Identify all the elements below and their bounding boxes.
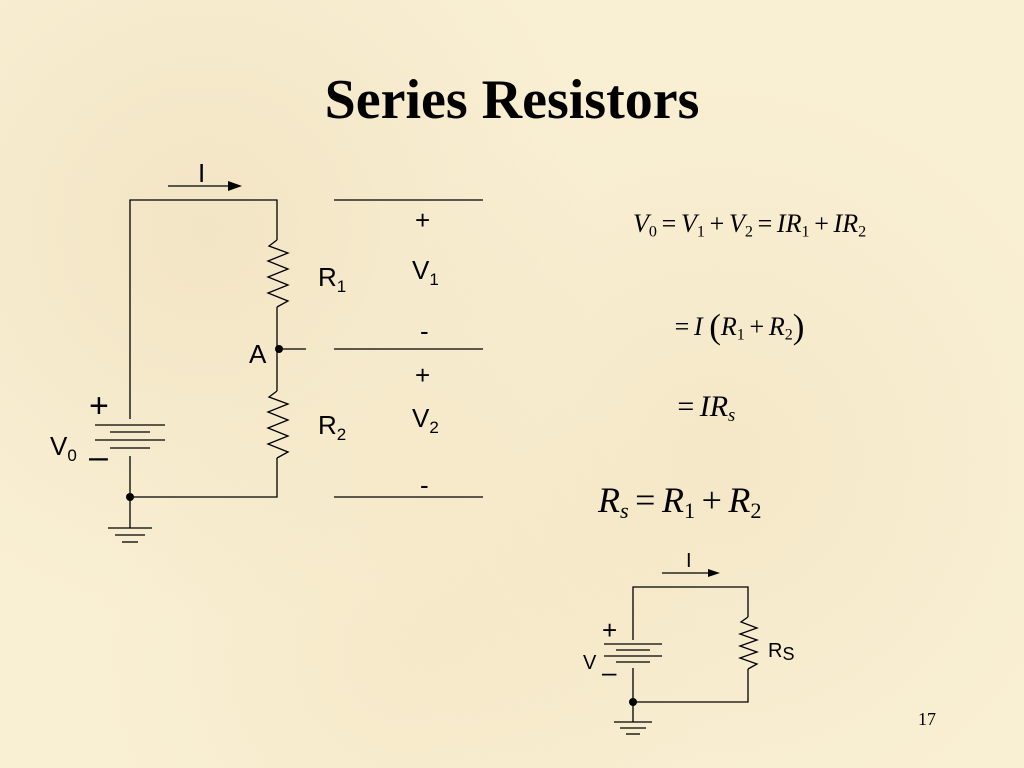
r2-label: R2: [318, 410, 347, 444]
equation-series-resistance: Rs=R1+R2: [598, 480, 762, 524]
v0-label: V0: [50, 431, 77, 465]
v0-plus-sign: +: [89, 387, 109, 425]
r1-label: R1: [318, 262, 347, 296]
equation-voltage-sum: V0=V1+V2=IR1+IR2: [633, 209, 867, 241]
resistor-rs-symbol: [738, 616, 759, 670]
v1-label: V1: [412, 255, 439, 289]
equation-factored: =I (R1+R2): [674, 307, 805, 346]
ground-symbol-main: [108, 527, 152, 543]
v2-plus-sign: +: [415, 360, 431, 390]
main-circuit-wires: [95, 185, 483, 543]
v-plus-sign: +: [602, 615, 618, 645]
node-ground-dot-equivalent: [629, 698, 637, 706]
ground-symbol-equivalent: [614, 721, 652, 735]
rs-label: RS: [768, 640, 795, 664]
v-minus-sign: –: [602, 657, 617, 687]
resistor-r1-symbol: [266, 239, 290, 308]
v1-minus-sign: -: [420, 316, 429, 346]
battery-v-symbol: [604, 643, 662, 663]
v0-minus-sign: –: [89, 438, 108, 476]
v2-label: V2: [412, 403, 439, 437]
v2-minus-sign: -: [420, 470, 429, 500]
arrowhead-main: [228, 181, 242, 191]
wire-left-top: [129, 199, 278, 419]
node-ground-dot: [126, 493, 134, 501]
wire-right-bottom: [129, 456, 278, 498]
current-label-equivalent: I: [686, 550, 692, 572]
equivalent-circuit-wires: [604, 572, 759, 735]
node-a-label: A: [249, 339, 267, 369]
current-label-main: I: [198, 158, 206, 188]
equation-irs: =IRs: [677, 390, 736, 427]
resistor-r2-symbol: [266, 390, 290, 459]
node-a-dot: [275, 345, 283, 353]
slide-title: Series Resistors: [324, 69, 700, 131]
page-number: 17: [918, 709, 936, 729]
arrowhead-equivalent: [708, 569, 720, 577]
v-label: V: [583, 652, 597, 674]
battery-v0-symbol: [95, 424, 165, 449]
v1-plus-sign: +: [415, 205, 431, 235]
